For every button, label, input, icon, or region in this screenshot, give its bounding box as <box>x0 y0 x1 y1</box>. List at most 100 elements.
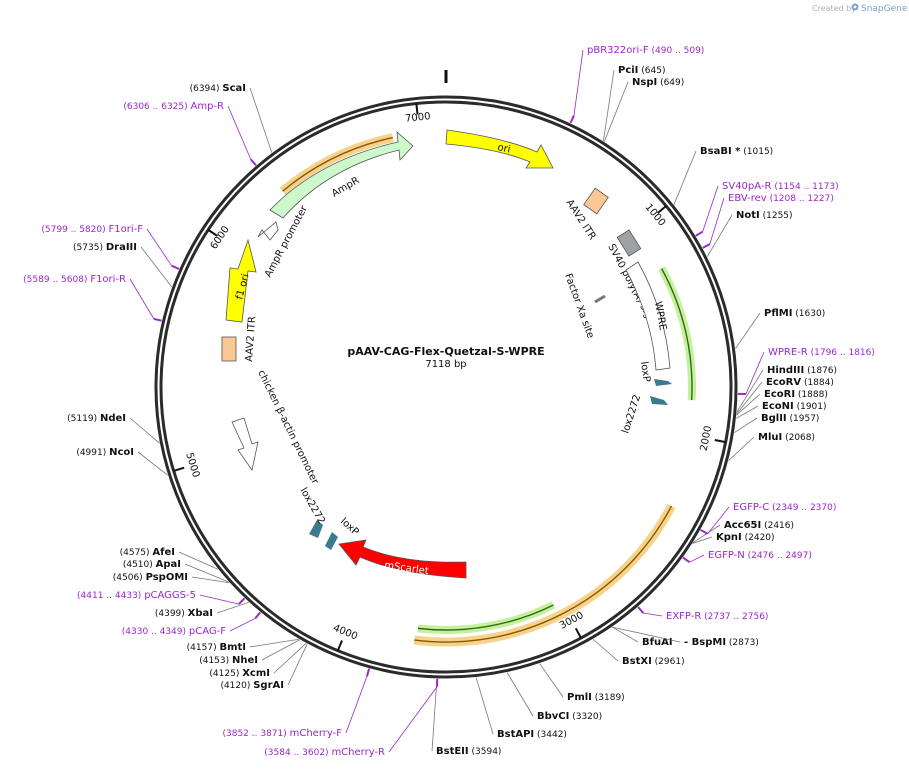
primer-label[interactable]: (3852 .. 3871) mCherry-F <box>222 728 342 739</box>
quetzal-arc-inner-core <box>417 604 554 631</box>
enzyme-label[interactable]: EcoNI (1901) <box>762 401 827 412</box>
tick-mark <box>714 439 726 444</box>
enzyme-leader-line <box>273 643 307 674</box>
primer-mark <box>171 264 180 270</box>
primer-leader-line <box>573 49 584 116</box>
enzyme-label[interactable]: (4399) XbaI <box>155 608 213 619</box>
snapgene-logo-icon <box>851 3 859 11</box>
primer-label[interactable]: WPRE-R (1796 .. 1816) <box>768 347 875 358</box>
primer-label[interactable]: (4411 .. 4433) pCAGGS-5 <box>77 590 196 601</box>
enzyme-label[interactable]: BstXI (2961) <box>622 656 685 667</box>
primer-label[interactable]: EBV-rev (1208 .. 1227) <box>728 193 834 204</box>
enzyme-label[interactable]: (4125) XcmI <box>209 668 270 679</box>
loxp-left-feature[interactable] <box>325 532 338 550</box>
enzyme-label[interactable]: (4991) NcoI <box>76 447 134 458</box>
tick-label: 5000 <box>183 451 201 479</box>
enzyme-label[interactable]: NotI (1255) <box>736 210 793 221</box>
enzyme-leader-line <box>129 417 160 444</box>
enzyme-label[interactable]: NspI (649) <box>632 77 684 88</box>
enzyme-label[interactable]: (5119) NdeI <box>67 413 126 424</box>
enzyme-leader-line <box>728 436 755 461</box>
primer-label[interactable]: (4330 .. 4349) pCAG-F <box>122 626 226 637</box>
primer-label[interactable]: (5799 .. 5820) F1ori-F <box>41 224 143 235</box>
enzyme-label[interactable]: BglII (1957) <box>761 413 819 424</box>
wpre-feature[interactable] <box>625 261 671 371</box>
primer-label[interactable]: SV40pA-R (1154 .. 1173) <box>722 181 839 192</box>
enzyme-label[interactable]: BstAPI (3442) <box>497 729 567 740</box>
enzyme-label[interactable]: (4153) NheI <box>199 655 258 666</box>
primer-label[interactable]: EGFP-N (2476 .. 2497) <box>708 550 812 561</box>
enzyme-label[interactable]: PciI (645) <box>618 65 665 76</box>
enzyme-leader-line <box>734 417 758 433</box>
enzyme-label[interactable]: KpnI (2420) <box>716 532 775 543</box>
ampr-label: AmpR <box>330 175 361 199</box>
f1ori-feature[interactable] <box>225 238 257 323</box>
lox2272-right-feature[interactable] <box>650 396 668 405</box>
primer-sites: pBR322ori-F (490 .. 509) SV40pA-R (1154 .… <box>23 45 875 758</box>
primer-leader-line <box>146 228 172 266</box>
enzyme-label[interactable]: - BspMI (2873) <box>684 637 759 648</box>
enzyme-label[interactable]: HindIII (1876) <box>767 365 837 376</box>
enzyme-label[interactable]: (5735) DraIII <box>73 242 137 253</box>
primer-label[interactable]: (5589 .. 5608) F1ori-R <box>23 274 126 285</box>
primer-label[interactable]: (6306 .. 6325) Amp-R <box>123 101 224 112</box>
mscarlet-feature[interactable] <box>338 539 467 579</box>
enzyme-label[interactable]: BbvCI (3320) <box>537 711 602 722</box>
enzyme-leader-line <box>475 677 494 735</box>
backbone-inner <box>159 100 733 674</box>
sv40-polya-feature[interactable] <box>616 229 642 257</box>
ampr-feature[interactable] <box>269 131 414 219</box>
enzyme-label[interactable]: (6394) ScaI <box>190 83 246 94</box>
primer-label[interactable]: pBR322ori-F (490 .. 509) <box>587 45 704 56</box>
ori-feature[interactable] <box>445 129 554 169</box>
itr-left-feature[interactable] <box>221 336 237 362</box>
ori-label: ori <box>496 142 511 155</box>
primer-leader-line <box>707 506 730 535</box>
enzyme-label[interactable]: BstEII (3594) <box>436 746 501 757</box>
quetzal-arc-outer-core <box>414 505 673 643</box>
enzyme-label[interactable]: (4157) BmtI <box>187 642 246 653</box>
ampr-promoter-feature[interactable] <box>257 221 279 241</box>
enzyme-label[interactable]: EcoRV (1884) <box>766 377 834 388</box>
primer-leader-line <box>199 594 240 605</box>
tick-mark <box>207 229 218 237</box>
enzyme-leader-line <box>216 601 249 614</box>
itr-right-feature[interactable] <box>583 187 609 215</box>
primer-mark <box>702 243 711 249</box>
enzyme-leader-line <box>603 81 629 142</box>
enzyme-leader-line <box>261 639 301 661</box>
tick-label: 7000 <box>405 111 431 125</box>
enzyme-label[interactable]: (4120) SgrAI <box>220 680 284 691</box>
enzyme-leader-line <box>692 536 713 544</box>
enzyme-label[interactable]: EcoRI (1888) <box>764 389 828 400</box>
primer-label[interactable]: EGFP-C (2349 .. 2370) <box>733 502 836 513</box>
lox2272-left-feature[interactable] <box>309 520 323 538</box>
enzyme-label[interactable]: (4575) AfeI <box>120 547 175 558</box>
wpre-label: WPRE <box>652 301 668 332</box>
enzyme-label[interactable]: PflMI (1630) <box>764 308 825 319</box>
enzyme-label[interactable]: BsaBI * (1015) <box>700 146 773 157</box>
tick-mark <box>415 103 419 115</box>
tick-mark <box>657 205 667 214</box>
primer-label[interactable]: EXFP-R (2737 .. 2756) <box>666 611 768 622</box>
ampr-promoter-label: AmpR promoter <box>263 203 310 279</box>
primer-mark <box>366 668 371 677</box>
enzyme-label[interactable]: Acc65I (2416) <box>724 520 794 531</box>
cba-promoter-feature[interactable] <box>231 417 259 471</box>
enzyme-label[interactable]: BfuAI <box>642 637 673 648</box>
enzyme-label[interactable]: PmlI (3189) <box>567 692 625 703</box>
enzyme-label[interactable]: (4506) PspOMI <box>113 572 188 583</box>
quetzal-arc-right[interactable] <box>658 266 696 401</box>
enzyme-label[interactable]: (4510) ApaI <box>123 559 181 570</box>
factor-xa-feature[interactable] <box>594 294 606 304</box>
enzyme-leader-line <box>612 626 639 643</box>
enzyme-leader-line <box>603 69 615 142</box>
loxp-right-feature[interactable] <box>654 379 672 386</box>
primer-label[interactable]: (3584 .. 3602) mCherry-R <box>264 747 385 758</box>
enzyme-leader-line <box>736 405 759 419</box>
enzyme-label[interactable]: MluI (2068) <box>758 432 815 443</box>
enzyme-leader-line <box>736 369 764 413</box>
tick-label: 2000 <box>699 425 715 452</box>
enzyme-leader-line <box>673 150 697 205</box>
enzyme-leader-line <box>140 246 173 288</box>
